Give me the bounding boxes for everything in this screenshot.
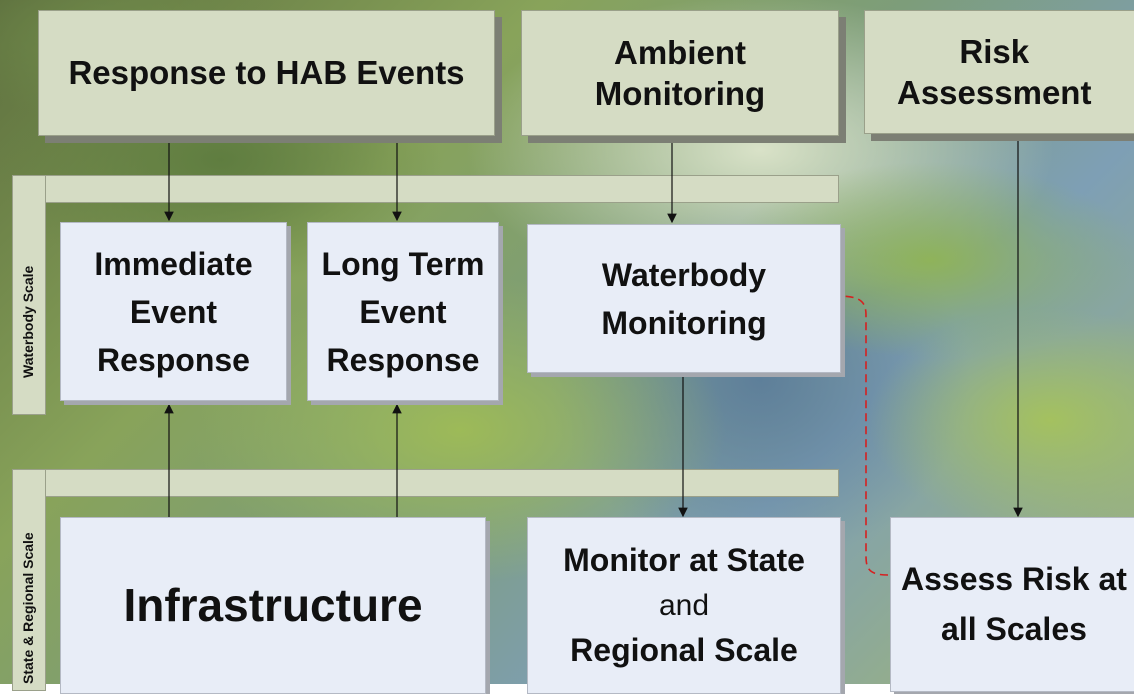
header-response-text: Response to HAB Events	[68, 54, 465, 92]
monitor-state-line2: and	[658, 588, 710, 622]
monitor-state-line3: Regional Scale	[570, 632, 798, 669]
waterbody-line1: Waterbody	[601, 256, 767, 293]
immediate-line1: Immediate	[94, 245, 253, 282]
immediate-line3: Response	[97, 341, 250, 378]
box-immediate-event-response: Immediate Event Response	[60, 222, 287, 401]
header-risk-line2: Assessment	[897, 74, 1092, 111]
state-regional-scale-band	[12, 469, 839, 497]
assess-risk-line1: Assess Risk at	[901, 560, 1127, 597]
infrastructure-text: Infrastructure	[123, 579, 423, 631]
box-assess-risk-all-scales: Assess Risk at all Scales	[890, 517, 1134, 692]
immediate-line2: Event	[129, 293, 218, 330]
monitor-state-line1: Monitor at State	[563, 542, 805, 579]
box-waterbody-monitoring: Waterbody Monitoring	[527, 224, 841, 373]
waterbody-scale-band	[12, 175, 839, 203]
waterbody-line2: Monitoring	[601, 304, 767, 341]
box-long-term-event-response: Long Term Event Response	[307, 222, 499, 401]
assess-risk-line2: all Scales	[941, 610, 1087, 647]
state-regional-scale-side	[12, 469, 46, 691]
header-ambient-line1: Ambient	[613, 33, 746, 71]
header-ambient-monitoring: Ambient Monitoring	[521, 10, 839, 136]
dashed-arrow-assess-to-waterbody	[814, 288, 889, 576]
header-response-to-hab-events: Response to HAB Events	[38, 10, 495, 136]
header-risk-line1: Risk	[959, 32, 1030, 70]
box-infrastructure: Infrastructure	[60, 517, 486, 694]
longterm-line1: Long Term	[321, 245, 485, 282]
header-ambient-line2: Monitoring	[594, 75, 766, 112]
header-risk-assessment: Risk Assessment	[864, 10, 1134, 134]
longterm-line3: Response	[326, 341, 480, 378]
waterbody-scale-side	[12, 175, 46, 415]
box-monitor-state-regional: Monitor at State and Regional Scale	[527, 517, 841, 694]
longterm-line2: Event	[359, 293, 447, 330]
